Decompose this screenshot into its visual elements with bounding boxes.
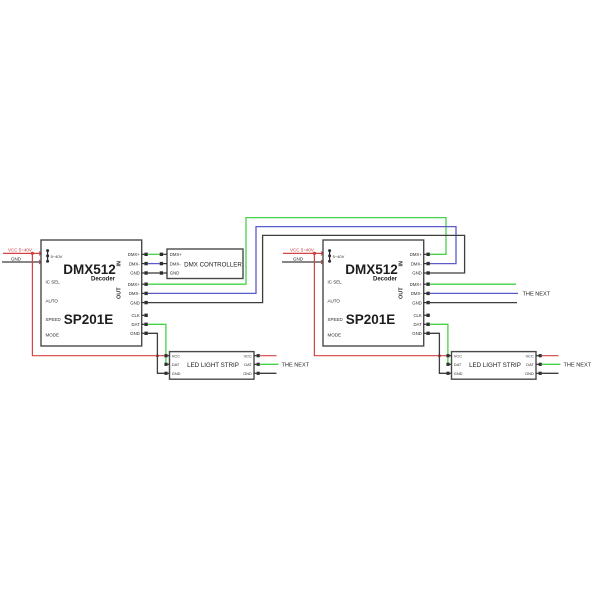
- strip-l-vcc: VCC: [172, 353, 180, 358]
- decoder-subtitle: Decoder: [373, 277, 398, 283]
- strip-l-dat: DAT: [454, 362, 462, 367]
- decoder-pin-terminals: [423, 252, 430, 335]
- controller-box: [166, 248, 244, 280]
- strip-next-label: THE NEXT: [282, 362, 310, 368]
- decoder-side-labels: IC SEL AUTO SPEED MODE: [328, 280, 344, 338]
- controller-title: DMX CONTROLLER: [184, 262, 242, 269]
- label-auto: AUTO: [46, 299, 59, 304]
- pin-gnd: GND: [412, 331, 422, 336]
- decoder-title: DMX512: [345, 262, 398, 277]
- dmx-controller: DMX CONTROLLER DMX+ DMX- GND: [147, 248, 244, 280]
- label-ic-sel: IC SEL: [46, 280, 61, 285]
- pin-dat: DAT: [132, 322, 141, 327]
- wire-dat-to-strip: [429, 323, 449, 365]
- strip-l-vcc: VCC: [454, 353, 462, 358]
- pin-in-dmx-minus: DMX-: [411, 261, 423, 266]
- strip-r-gnd: GND: [243, 371, 252, 376]
- pin-out-dmx-plus: DMX+: [410, 282, 423, 287]
- pin-out-dmx-plus: DMX+: [128, 282, 141, 287]
- strip-r-gnd: GND: [525, 371, 534, 376]
- decoder-module-2: VCC 5~40V GND DMX512 Decoder SP201E IC S…: [282, 239, 592, 380]
- label-auto: AUTO: [328, 299, 341, 304]
- pin-in-dmx-plus: DMX+: [128, 252, 141, 257]
- label-speed: SPEED: [328, 317, 344, 322]
- power-terminal: 5~40V: [46, 249, 63, 263]
- decoder-side-labels: IC SEL AUTO SPEED MODE: [46, 280, 62, 338]
- pin-out-gnd: GND: [130, 300, 140, 305]
- decoder-pin-labels: DMX+ DMX- GND DMX+ DMX- GND CLK DAT GND: [128, 252, 141, 336]
- strip-next-label: THE NEXT: [564, 362, 592, 368]
- pin-in-dmx-plus: DMX+: [410, 252, 423, 257]
- decoder-box: [322, 239, 425, 347]
- strip-r-vcc: VCC: [244, 353, 252, 358]
- pin-clk: CLK: [413, 313, 421, 318]
- pin-clk: CLK: [131, 313, 139, 318]
- strip-pin-terminals: [446, 354, 542, 375]
- vcc-label: VCC 5~40V: [8, 248, 32, 253]
- label-speed: SPEED: [46, 317, 62, 322]
- in-group-label: IN: [117, 261, 123, 267]
- decoder-module-1: VCC 5~40V GND DMX512 Decoder SP201E IC S…: [2, 239, 310, 380]
- pin-out-gnd: GND: [412, 300, 422, 305]
- bus-out1-to-in2: [147, 216, 466, 304]
- out-next-wires: THE NEXT: [429, 283, 551, 304]
- strip-pin-labels: VCC DAT GND VCC DAT GND: [172, 353, 253, 376]
- wire-dmx-minus-link: [147, 225, 457, 295]
- wire-dmx-plus-link: [147, 216, 447, 285]
- strip-r-dat: DAT: [244, 362, 252, 367]
- wire-vcc-branch-to-strip: [31, 253, 165, 357]
- power-terminal: 5~40V: [328, 249, 345, 263]
- out-group-label: OUT: [117, 287, 123, 299]
- controller-pin-terminals: [159, 252, 167, 275]
- gnd-label: GND: [11, 256, 22, 261]
- wire-gnd-to-strip: [147, 332, 165, 374]
- strip-title: LED LIGHT STRIP: [187, 362, 239, 369]
- pin-in-gnd: GND: [130, 271, 140, 276]
- strip-pin-labels: VCC DAT GND VCC DAT GND: [454, 353, 535, 376]
- pin-in-dmx-minus: DMX-: [129, 261, 141, 266]
- decoder-subtitle: Decoder: [91, 277, 116, 283]
- terminal-label: 5~40V: [333, 254, 345, 259]
- wire-gnd-link: [147, 234, 466, 304]
- pin-in-gnd: GND: [412, 271, 422, 276]
- ctrl-pin-gnd: GND: [170, 271, 180, 276]
- decoder-model: SP201E: [346, 312, 396, 327]
- strip-pin-terminals: [164, 354, 260, 375]
- out-next-label: THE NEXT: [523, 291, 551, 297]
- wire-dat-to-strip: [147, 323, 167, 365]
- out-group-label: OUT: [399, 287, 405, 299]
- pin-out-dmx-minus: DMX-: [129, 291, 141, 296]
- decoder-pin-labels: DMX+ DMX- GND DMX+ DMX- GND CLK DAT GND: [410, 252, 423, 336]
- strip-r-vcc: VCC: [526, 353, 534, 358]
- label-mode: MODE: [328, 333, 342, 338]
- led-strip: LED LIGHT STRIP VCC DAT GND VCC DAT GND …: [446, 350, 592, 380]
- decoder-model: SP201E: [64, 312, 114, 327]
- pin-dat: DAT: [414, 322, 423, 327]
- strip-r-dat: DAT: [526, 362, 534, 367]
- label-ic-sel: IC SEL: [328, 280, 343, 285]
- strip-title: LED LIGHT STRIP: [469, 362, 521, 369]
- decoder-pin-terminals: [141, 252, 148, 335]
- gnd-label: GND: [293, 256, 304, 261]
- strip-l-gnd: GND: [172, 371, 181, 376]
- strip-box: [168, 350, 255, 380]
- ctrl-pin-dmx-plus: DMX+: [170, 252, 183, 257]
- vcc-label: VCC 5~40V: [290, 248, 314, 253]
- wire-gnd-to-strip: [429, 332, 447, 374]
- ctrl-pin-dmx-minus: DMX-: [170, 261, 182, 266]
- pin-gnd: GND: [130, 331, 140, 336]
- decoder-title: DMX512: [63, 262, 116, 277]
- terminal-label: 5~40V: [51, 254, 63, 259]
- pin-out-dmx-minus: DMX-: [411, 291, 423, 296]
- wire-vcc-branch-to-strip: [313, 253, 447, 357]
- label-mode: MODE: [46, 333, 60, 338]
- strip-box: [450, 350, 537, 380]
- strip-l-dat: DAT: [172, 362, 180, 367]
- strip-l-gnd: GND: [454, 371, 463, 376]
- in-group-label: IN: [399, 261, 405, 267]
- led-strip: LED LIGHT STRIP VCC DAT GND VCC DAT GND …: [164, 350, 310, 380]
